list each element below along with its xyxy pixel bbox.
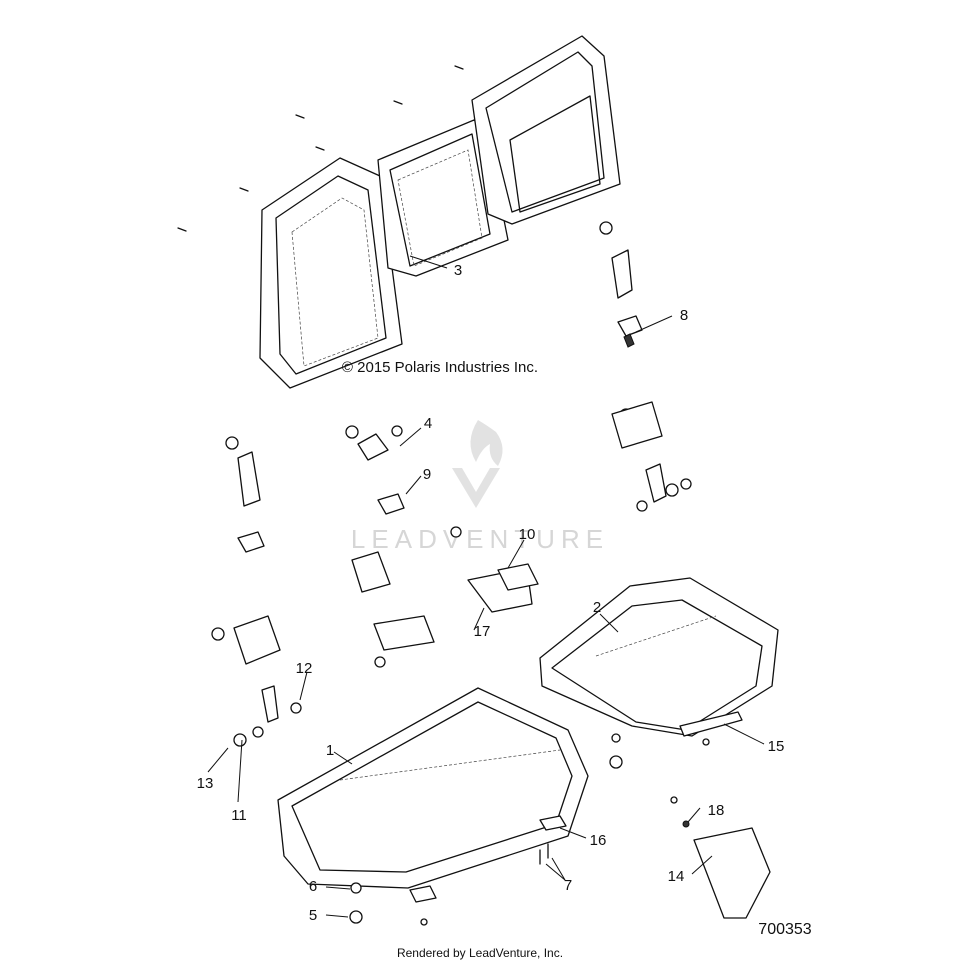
seat-belt-upper-right [599, 221, 643, 348]
callout-3: 3 [454, 262, 462, 279]
hardware [349, 711, 771, 926]
callout-7: 7 [564, 877, 572, 894]
callout-13: 13 [197, 775, 214, 792]
seat-bottom-left [277, 687, 589, 889]
copyright-text: © 2015 Polaris Industries Inc. [342, 359, 538, 376]
callout-15: 15 [768, 738, 785, 755]
callout-16: 16 [590, 832, 607, 849]
callout-18: 18 [708, 802, 725, 819]
callout-5: 5 [309, 907, 317, 924]
callout-10: 10 [519, 526, 536, 543]
callout-4: 4 [424, 415, 432, 432]
callout-2: 2 [593, 599, 601, 616]
seat-belt-left [211, 436, 302, 747]
seat-bottom-right [539, 577, 779, 737]
callout-14: 14 [668, 868, 685, 885]
callout-labels: 1 2 3 4 5 6 7 8 9 10 11 12 13 14 15 16 1… [197, 262, 785, 924]
watermark-text: LEADVENTURE [351, 524, 609, 554]
callout-11: 11 [231, 807, 247, 824]
seat-back-assembly [177, 35, 621, 389]
callout-8: 8 [680, 307, 688, 324]
seat-belt-right [611, 401, 692, 512]
callout-17: 17 [474, 623, 491, 640]
callout-9: 9 [423, 466, 431, 483]
watermark: LEADVENTURE [351, 420, 609, 554]
footer-text: Rendered by LeadVenture, Inc. [397, 946, 563, 960]
leader-lines [207, 255, 765, 918]
callout-12: 12 [296, 660, 313, 677]
drawing-number: 700353 [758, 921, 811, 938]
callout-1: 1 [326, 742, 334, 759]
seat-belt-center [345, 425, 539, 668]
callout-6: 6 [309, 878, 317, 895]
